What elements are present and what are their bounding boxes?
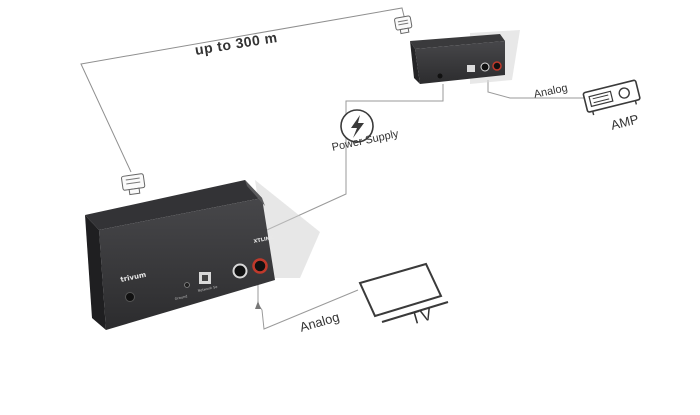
- receiver-device: [410, 30, 520, 84]
- tv-icon: [358, 262, 449, 323]
- amp-analog-line: [487, 80, 601, 99]
- tv-arrow-icon: [255, 301, 261, 309]
- network-cable: [80, 7, 406, 173]
- amp-icon: [582, 79, 641, 116]
- network-port-label: Network 5e: [197, 285, 218, 293]
- transmitter-device: trivum XTLINK Ground Network 5e: [85, 180, 320, 330]
- power-icon: [340, 109, 374, 143]
- network-plug-icon: [121, 173, 146, 196]
- network-plug-icon: [394, 15, 413, 35]
- ground-port-label: Ground: [174, 294, 187, 301]
- transmitter-model: XTLINK: [253, 235, 275, 245]
